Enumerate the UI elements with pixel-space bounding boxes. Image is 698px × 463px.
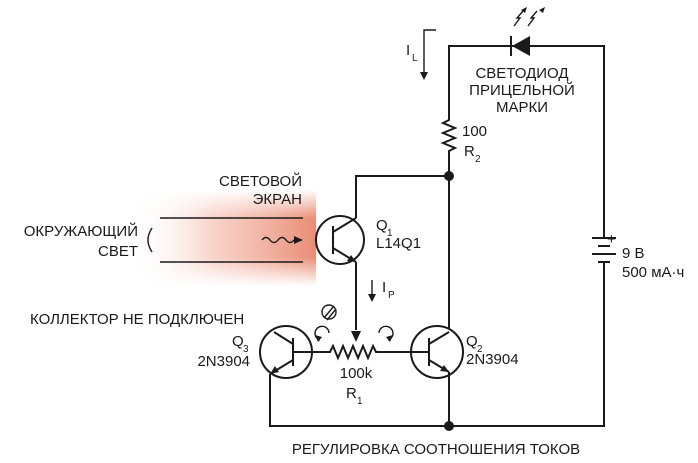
r2-value: 100	[462, 123, 487, 140]
led-label-line3: МАРКИ	[496, 99, 548, 116]
q3-transistor-icon	[259, 325, 313, 379]
led-label-line2: ПРИЦЕЛЬНОЙ	[469, 81, 575, 99]
ip-label-sub: P	[388, 290, 395, 301]
r2-resistor-icon	[440, 118, 458, 176]
battery-voltage: 9 В	[622, 245, 645, 262]
wire-bottom	[269, 262, 605, 427]
battery-plus: +	[607, 231, 616, 248]
r2-name: R	[464, 143, 475, 160]
r1-wiper-arrow	[351, 331, 361, 342]
q3-part: 2N3904	[197, 353, 250, 370]
q1-name-sub: 1	[387, 228, 393, 239]
ambient-bracket	[147, 227, 153, 253]
q2-transistor-icon	[406, 325, 464, 379]
led-diode-icon	[510, 36, 530, 56]
led-light-arrows-icon	[513, 7, 545, 27]
q2-name: Q	[466, 333, 478, 350]
ambient-label-line2: СВЕТ	[98, 243, 138, 260]
ip-label: I	[382, 279, 386, 296]
il-arrow-icon	[420, 29, 436, 80]
led-label-line1: СВЕТОДИОД	[475, 65, 568, 82]
q1-transistor-icon	[315, 215, 365, 265]
q3-name: Q	[232, 333, 244, 350]
r1-name-sub: 1	[357, 396, 363, 407]
bottom-caption: РЕГУЛИРОВКА СООТНОШЕНИЯ ТОКОВ	[292, 441, 580, 458]
r1-resistor-icon	[312, 343, 406, 361]
r1-name: R	[346, 385, 357, 402]
wire-q1-collector	[355, 175, 449, 218]
light-wave-icon	[261, 236, 295, 244]
il-label-sub: L	[412, 53, 418, 64]
not-connected-label: КОЛЛЕКТОР НЕ ПОДКЛЮЧЕН	[30, 311, 244, 328]
r2-name-sub: 2	[475, 154, 481, 165]
battery-capacity: 500 мА·ч	[622, 264, 684, 281]
ccw-rotation-icon	[314, 325, 330, 342]
q2-part: 2N3904	[466, 351, 519, 368]
ambient-label-line1: ОКРУЖАЮЩИЙ	[24, 222, 138, 240]
q3-name-sub: 3	[243, 344, 249, 355]
cw-rotation-icon	[378, 325, 394, 342]
light-wave-arrowhead	[294, 236, 303, 244]
il-label: I	[406, 42, 410, 59]
q1-name: Q	[376, 217, 388, 234]
junction-dot	[444, 421, 454, 431]
ip-arrow-icon	[368, 280, 376, 302]
shield-label-line1: СВЕТОВОЙ	[219, 172, 302, 190]
battery-icon	[592, 232, 616, 263]
q1-part: L14Q1	[376, 235, 421, 252]
shield-label-line2: ЭКРАН	[253, 191, 302, 208]
r1-value: 100k	[340, 365, 373, 382]
q2-name-sub: 2	[477, 344, 483, 355]
no-connection-icon	[321, 304, 337, 321]
